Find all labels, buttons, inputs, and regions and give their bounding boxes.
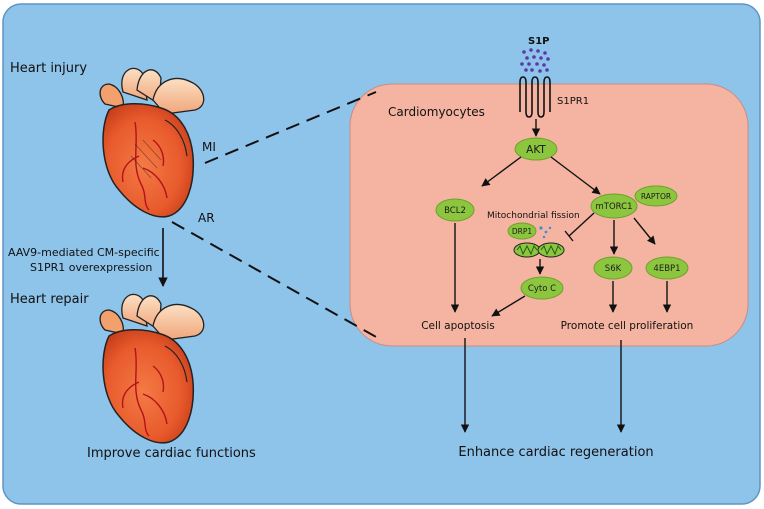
cell-apoptosis-label: Cell apoptosis (421, 320, 495, 332)
zoom-line-top (204, 91, 377, 164)
node-akt (514, 137, 558, 161)
node-s6k-label: S6K (605, 264, 622, 274)
s1p-ligand-dots (520, 48, 550, 73)
node-cytoc-label: Cyto C (528, 284, 556, 294)
arrow-mtorc1-to-4ebp1 (633, 217, 656, 245)
arrow-cytoc-to-apoptosis (491, 295, 526, 317)
node-drp1 (507, 222, 537, 240)
improve-cardiac-functions-label: Improve cardiac functions (87, 446, 256, 461)
heart-injury-label: Heart injury (10, 61, 87, 76)
ar-label: AR (198, 211, 215, 225)
aav9-label-line2: S1PR1 overexpression (30, 261, 152, 274)
node-4ebp1 (645, 256, 689, 280)
cardiomyocyte-cell (349, 83, 749, 347)
s1p-label: S1P (528, 36, 550, 47)
heart-injury-illustration (99, 67, 205, 218)
s1pr1-receptor (519, 76, 551, 118)
mitochondrial-fission-label: Mitochondrial fission (487, 211, 580, 221)
drp1-droplets (539, 226, 552, 239)
arrow-akt-to-bcl2 (481, 156, 522, 187)
node-bcl2-label: BCL2 (444, 206, 466, 216)
cardiomyocytes-label: Cardiomyocytes (388, 105, 485, 119)
node-raptor-label: RAPTOR (641, 192, 671, 201)
node-s6k (593, 256, 633, 280)
node-cytoc (520, 276, 564, 300)
mi-label: MI (202, 140, 216, 154)
heart-repair-label: Heart repair (10, 292, 89, 307)
heart-repair-illustration (99, 293, 205, 444)
aav9-label-line1: AAV9-mediated CM-specific (8, 246, 160, 259)
node-mtorc1-label: mTORC1 (596, 202, 633, 212)
node-drp1-label: DRP1 (512, 227, 533, 236)
s1pr1-label: S1PR1 (557, 96, 589, 107)
arrow-akt-to-mtorc1 (550, 156, 601, 195)
enhance-regeneration-label: Enhance cardiac regeneration (458, 445, 653, 460)
node-4ebp1-label: 4EBP1 (653, 264, 680, 274)
zoom-line-bottom (171, 221, 379, 339)
mitochondria-icon (513, 242, 565, 258)
node-raptor (634, 185, 678, 207)
pathway-arrows (450, 156, 672, 433)
inhibition-mtorc1-to-fission (564, 212, 595, 242)
node-akt-label: AKT (526, 144, 546, 156)
node-mtorc1 (590, 193, 638, 219)
node-bcl2 (435, 198, 475, 222)
promote-proliferation-label: Promote cell proliferation (561, 320, 694, 332)
